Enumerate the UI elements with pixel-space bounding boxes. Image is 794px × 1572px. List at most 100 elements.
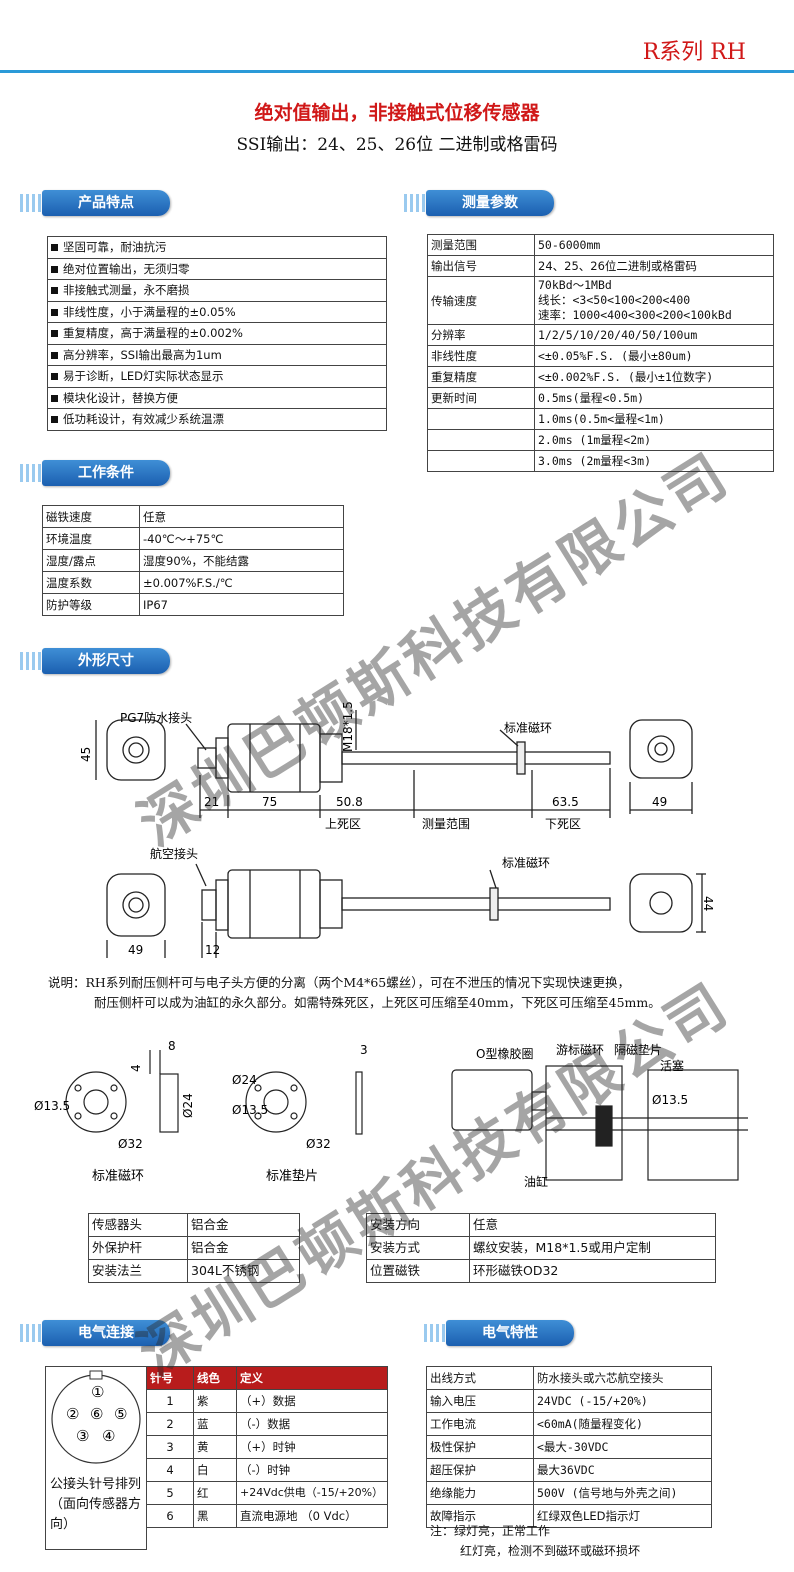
- param-label-empty: [427, 429, 535, 451]
- condition-label: 防护等级: [42, 593, 140, 616]
- bullet-icon: [51, 287, 58, 295]
- feature-row: 非线性度，小于满量程的±0.05%: [47, 300, 387, 323]
- electric-row: 故障指示红绿双色LED指示灯: [426, 1504, 712, 1528]
- bullet-icon: [51, 265, 58, 273]
- std-magnet-ring: [516, 741, 526, 775]
- page-title: 绝对值输出，非接触式位移传感器: [254, 102, 540, 124]
- dim-45: 45: [79, 747, 93, 762]
- param-label: 非线性度: [427, 345, 535, 367]
- feature-row: 低功耗设计，有效减少系统温漂: [47, 408, 387, 431]
- cylinder-label: 油缸: [524, 1174, 548, 1189]
- pin-1: ①: [91, 1383, 104, 1401]
- electric-value: 防水接头或六芯航空接头: [533, 1366, 712, 1390]
- section-dimensions: 外形尺寸: [20, 648, 180, 674]
- dimension-drawing-top: PG7防水接头 M18*1.5 标准磁环 45 21 75 50.8 63.5 …: [79, 701, 715, 958]
- condition-label: 环境温度: [42, 527, 140, 550]
- feature-text: 非线性度，小于满量程的±0.05%: [63, 304, 236, 319]
- pin-def: （-）数据: [236, 1412, 388, 1436]
- dim-21: 21: [204, 795, 219, 809]
- pad-caption: 标准垫片: [266, 1168, 318, 1184]
- end-view-hole: [122, 736, 150, 764]
- dim-75: 75: [262, 795, 277, 809]
- pin-no: 3: [146, 1435, 194, 1459]
- piston: [647, 1069, 739, 1181]
- end-view-left: [106, 719, 166, 781]
- dim-12: 12: [205, 943, 220, 957]
- feature-row: 重复精度，高于满量程的±0.002%: [47, 322, 387, 345]
- pin-def: 直流电源地 （0 Vdc）: [236, 1504, 388, 1528]
- feature-row: 高分辨率，SSI输出最高为1um: [47, 343, 387, 366]
- install-row: 安装方式螺纹安装，M18*1.5或用户定制: [366, 1236, 716, 1260]
- ring-caption: 标准磁环: [92, 1169, 144, 1184]
- dim-d24: Ø24: [181, 1093, 195, 1118]
- bullet-icon: [51, 416, 58, 424]
- feature-row: 模块化设计，替换方便: [47, 386, 387, 409]
- material-value: 304L不锈钢: [187, 1259, 300, 1283]
- feature-text: 绝对位置输出，无须归零: [63, 261, 190, 276]
- pad-side: [355, 1071, 363, 1135]
- feature-text: 低功耗设计，有效减少系统温漂: [63, 412, 224, 427]
- feature-row: 坚固可靠，耐油抗污: [47, 236, 387, 259]
- pin-2: ②: [66, 1405, 79, 1423]
- electric-value: 500V (信号地与外壳之间): [533, 1481, 712, 1505]
- condition-label: 温度系数: [42, 571, 140, 594]
- feature-row: 绝对位置输出，无须归零: [47, 257, 387, 280]
- param-value: 50-6000mm: [534, 234, 774, 256]
- condition-label: 磁铁速度: [42, 505, 140, 528]
- electric-value: 24VDC (-15/+20%): [533, 1389, 712, 1413]
- param-value: 3.0ms (2m量程<3m): [534, 450, 774, 472]
- pin-6: ⑥: [90, 1405, 103, 1423]
- pin-no: 1: [146, 1389, 194, 1413]
- led-note-line-1: 注：绿灯亮，正常工作: [430, 1524, 551, 1538]
- m18-label: M18*1.5: [341, 701, 355, 752]
- electric-row: 超压保护最大36VDC: [426, 1458, 712, 1482]
- material-row: 外保护杆铝合金: [88, 1236, 300, 1260]
- connector-caption: 公接头针号排列（面向传感器方向）: [50, 1477, 142, 1532]
- bullet-icon: [51, 244, 58, 252]
- wire-color: 蓝: [193, 1412, 237, 1436]
- section-electric-char-label: 电气特性: [446, 1320, 574, 1346]
- condition-value: 湿度90%，不能结露: [139, 549, 344, 572]
- section-electric-conn: 电气连接: [20, 1320, 180, 1346]
- install-label: 安装方向: [366, 1213, 470, 1237]
- feature-text: 坚固可靠，耐油抗污: [63, 240, 167, 255]
- connector-box: ① ② ⑥ ⑤ ③ ④ 公接头针号排列（面向传感器方向）: [45, 1366, 147, 1550]
- aviation-connector-label: 航空接头: [150, 846, 198, 861]
- section-features: 产品特点: [20, 190, 180, 216]
- pin-3: ③: [76, 1427, 89, 1445]
- feature-text: 非接触式测量，永不磨损: [63, 283, 190, 298]
- dim-49b: 49: [128, 943, 143, 957]
- param-value-line: 70kBd～1MBd: [538, 278, 612, 292]
- dim-d4: 4: [129, 1064, 143, 1072]
- section-dimensions-label: 外形尺寸: [42, 648, 170, 674]
- feature-text: 易于诊断，LED灯实际状态显示: [63, 369, 224, 384]
- pad-front: [245, 1071, 307, 1133]
- condition-value: 任意: [139, 505, 344, 528]
- page-subtitle: SSI输出：24、25、26位 二进制或格雷码: [236, 135, 558, 155]
- bullet-icon: [51, 351, 58, 359]
- pin-table-header: 针号线色定义: [146, 1366, 388, 1390]
- magnet-ring-front: [65, 1071, 127, 1133]
- electric-row: 极性保护<最大-30VDC: [426, 1435, 712, 1459]
- electric-label: 工作电流: [426, 1412, 534, 1436]
- float-ring-label: 游标磁环: [556, 1042, 604, 1057]
- measure-range: 测量范围: [422, 817, 470, 831]
- piston-label: 活塞: [660, 1058, 684, 1073]
- param-label-empty: [427, 408, 535, 430]
- param-row: 非线性度<±0.05%F.S. (最小±80um): [427, 345, 774, 367]
- pin-def: +24Vdc供电（-15/+20%）: [236, 1481, 388, 1505]
- condition-label: 湿度/露点: [42, 549, 140, 572]
- wire-color: 紫: [193, 1389, 237, 1413]
- dim-d32-pad: Ø32: [306, 1137, 331, 1151]
- param-row: 3.0ms (2m量程<3m): [427, 450, 774, 472]
- electric-label: 故障指示: [426, 1504, 534, 1528]
- param-row: 1.0ms(0.5m<量程<1m): [427, 408, 774, 430]
- dim-d3: 3: [360, 1043, 368, 1057]
- pin-no: 6: [146, 1504, 194, 1528]
